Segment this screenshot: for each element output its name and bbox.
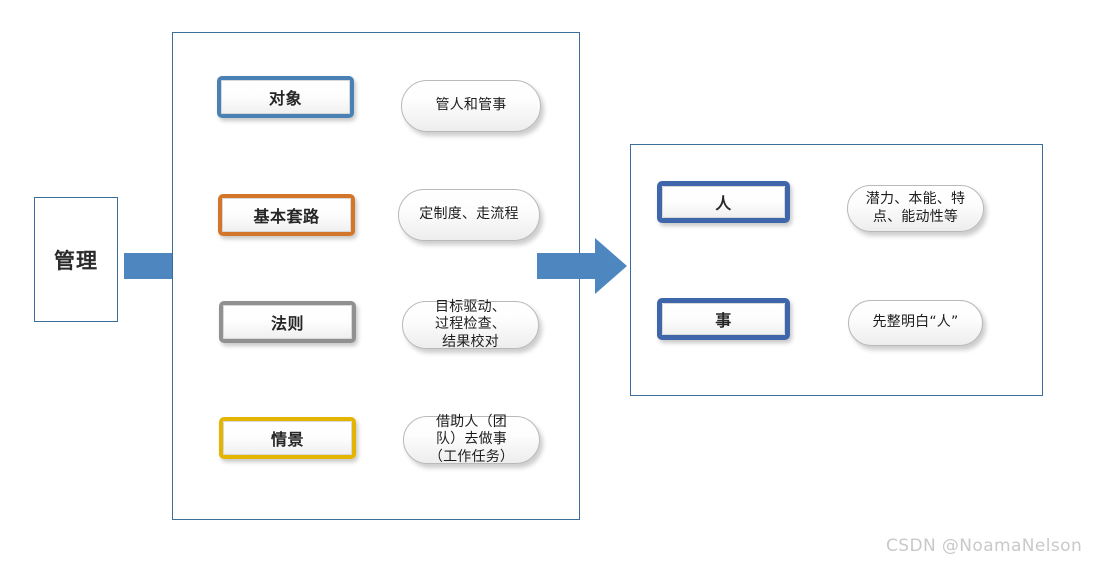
pill-scenario-label: 借助人（团 队）去做事 （工作任务） <box>428 414 515 465</box>
chip-rule[interactable]: 法则 <box>219 301 356 343</box>
arrow-left-group-to-right-group <box>537 238 627 294</box>
chip-matter-inner: 事 <box>662 303 785 335</box>
pill-rule-label: 目标驱动、 过程检查、 结果校对 <box>435 299 506 350</box>
chip-basic-routine-label: 基本套路 <box>253 207 320 226</box>
pill-rule-description[interactable]: 目标驱动、 过程检查、 结果校对 <box>402 299 539 350</box>
chip-matter[interactable]: 事 <box>657 298 790 340</box>
chip-object-label: 对象 <box>268 89 302 108</box>
pill-matter-label: 先整明白“人” <box>872 314 959 331</box>
chip-object[interactable]: 对象 <box>217 76 354 118</box>
entry-box-label: 管理 <box>54 248 98 273</box>
chip-rule-label: 法则 <box>270 314 304 333</box>
pill-basic-routine-description[interactable]: 定制度、走流程 <box>398 189 540 241</box>
pill-object-label: 管人和管事 <box>435 97 507 114</box>
chip-person-label: 人 <box>715 194 732 213</box>
chip-person[interactable]: 人 <box>657 181 790 223</box>
chip-scenario[interactable]: 情景 <box>219 417 356 459</box>
chip-basic-routine-inner: 基本套路 <box>222 198 351 232</box>
chip-rule-inner: 法则 <box>223 305 352 339</box>
chip-person-inner: 人 <box>662 186 785 218</box>
pill-scenario-description[interactable]: 借助人（团 队）去做事 （工作任务） <box>403 414 540 465</box>
pill-object-description[interactable]: 管人和管事 <box>401 80 541 132</box>
watermark-text: CSDN @NoamaNelson <box>886 536 1083 556</box>
chip-scenario-inner: 情景 <box>223 421 352 455</box>
chip-basic-routine[interactable]: 基本套路 <box>218 194 355 236</box>
chip-scenario-label: 情景 <box>270 430 304 449</box>
chip-matter-label: 事 <box>715 311 732 330</box>
entry-box-management: 管理 <box>34 197 118 322</box>
pill-person-label: 潜力、本能、特 点、能动性等 <box>865 191 966 225</box>
chip-object-inner: 对象 <box>221 80 350 114</box>
pill-basic-routine-label: 定制度、走流程 <box>419 206 519 223</box>
pill-matter-description[interactable]: 先整明白“人” <box>848 300 983 346</box>
pill-person-description[interactable]: 潜力、本能、特 点、能动性等 <box>847 185 984 232</box>
